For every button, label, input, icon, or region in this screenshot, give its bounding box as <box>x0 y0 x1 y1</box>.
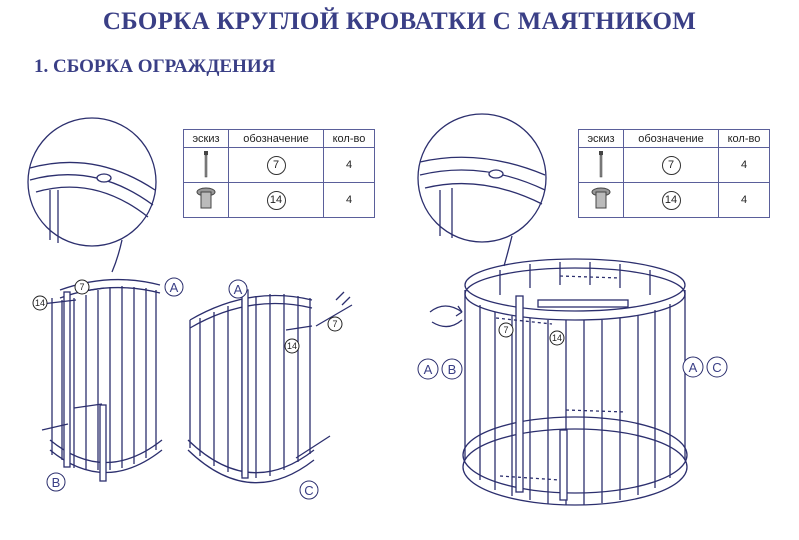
label-a-far-right: A <box>682 356 704 378</box>
part-callout-14: 14 <box>284 338 300 354</box>
quantity-value: 4 <box>323 147 375 183</box>
part-callout-7: 7 <box>498 322 514 338</box>
designation-14: 14 <box>661 190 681 210</box>
header-sketch: эскиз <box>578 129 624 148</box>
parts-table-right: эскиз обозначение кол-во 7 4 14 4 <box>578 129 770 218</box>
label-c-middle: C <box>299 480 319 500</box>
svg-text:A: A <box>170 280 179 295</box>
svg-text:A: A <box>689 360 698 375</box>
svg-text:14: 14 <box>287 341 297 351</box>
barrel-nut-icon <box>578 182 624 218</box>
part-callout-14: 14 <box>549 330 565 346</box>
svg-text:A: A <box>424 362 433 377</box>
half-ring-b <box>41 278 163 482</box>
bolt-icon <box>183 147 229 183</box>
svg-text:14: 14 <box>552 333 562 343</box>
half-ring-c <box>187 289 353 484</box>
part-callout-7: 7 <box>74 279 90 295</box>
label-b-left: B <box>46 472 66 492</box>
section-subtitle: 1. СБОРКА ОГРАЖДЕНИЯ <box>34 56 276 77</box>
label-a-middle: A <box>228 279 248 299</box>
svg-text:7: 7 <box>79 282 84 292</box>
designation-14: 14 <box>266 190 286 210</box>
svg-text:B: B <box>448 362 457 377</box>
svg-text:B: B <box>52 475 61 490</box>
barrel-nut-icon <box>183 182 229 218</box>
parts-table-left: эскиз обозначение кол-во 7 4 14 4 <box>183 129 375 218</box>
page-title: СБОРКА КРУГЛОЙ КРОВАТКИ С МАЯТНИКОМ <box>102 8 697 35</box>
zoom-detail-left <box>27 117 157 273</box>
label-b-right: B <box>441 358 463 380</box>
svg-text:7: 7 <box>332 319 337 329</box>
svg-text:A: A <box>234 282 243 297</box>
svg-text:7: 7 <box>503 325 508 335</box>
part-callout-14: 14 <box>32 295 48 311</box>
svg-text:14: 14 <box>35 298 45 308</box>
header-designation: обозначение <box>623 129 719 148</box>
svg-text:C: C <box>304 483 313 498</box>
designation-7: 7 <box>266 155 286 175</box>
assembled-crib <box>429 258 688 506</box>
quantity-value: 4 <box>323 182 375 218</box>
designation-7: 7 <box>661 155 681 175</box>
label-c-far-right: C <box>706 356 728 378</box>
svg-text:C: C <box>712 360 721 375</box>
part-callout-7: 7 <box>327 316 343 332</box>
zoom-detail-right <box>417 113 547 267</box>
label-a-right: A <box>417 358 439 380</box>
quantity-value: 4 <box>718 182 770 218</box>
label-a-left: A <box>164 277 184 297</box>
